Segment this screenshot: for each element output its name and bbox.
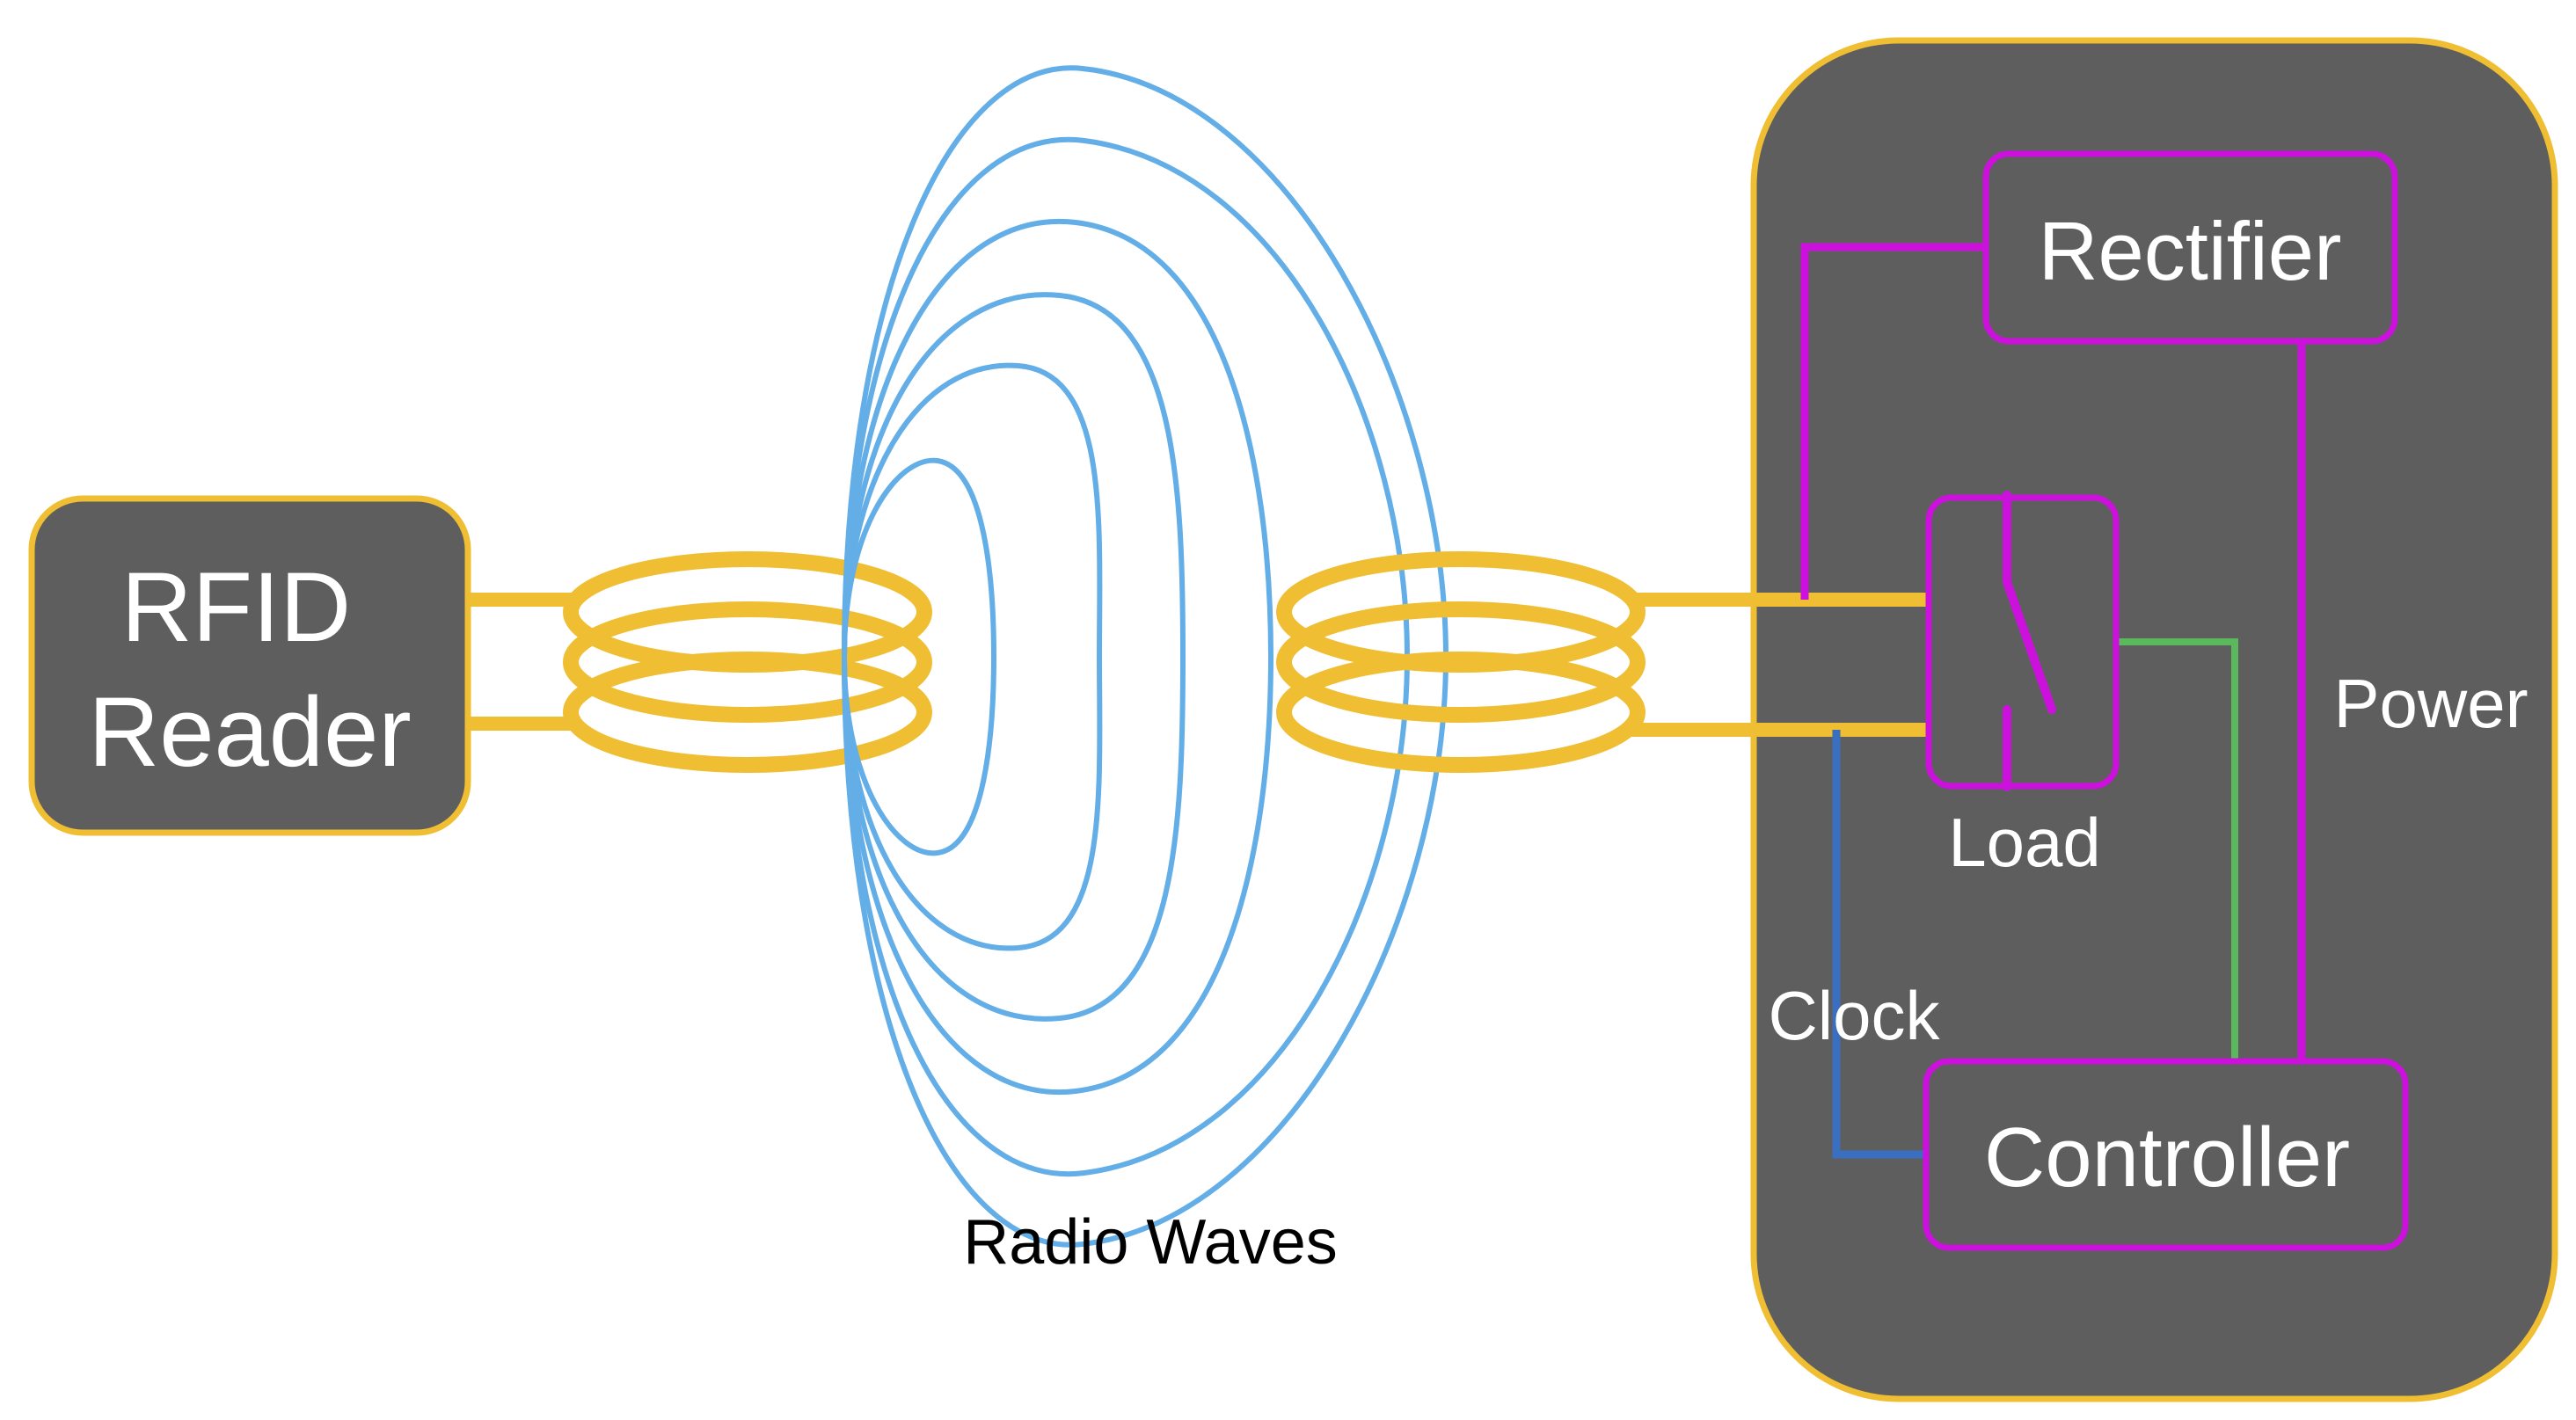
- power-lines: [1800, 243, 2306, 1060]
- load-label: Load: [1948, 804, 2101, 881]
- radio-waves-label: Radio Waves: [963, 1207, 1338, 1278]
- reader-box: [28, 495, 471, 836]
- load: Load: [1925, 491, 2120, 881]
- clock-line: [1832, 730, 1926, 1159]
- rfid-reader: RFID Reader: [28, 495, 471, 836]
- tag-leads: [1631, 593, 1759, 737]
- load-box: [1925, 494, 2120, 790]
- power-label: Power: [2333, 665, 2528, 742]
- clock-label: Clock: [1768, 977, 1940, 1054]
- controller-label: Controller: [1984, 1111, 2350, 1205]
- reader-label-line1: RFID: [121, 552, 351, 662]
- rectifier-box: [1982, 150, 2398, 345]
- load-signal-line: [2118, 638, 2238, 1060]
- tag-coil-icon: [1276, 551, 1646, 773]
- controller: Controller: [1923, 1058, 2409, 1251]
- rectifier: Rectifier: [1982, 150, 2398, 345]
- reader-coil-icon: [563, 551, 932, 773]
- reader-label-line2: Reader: [88, 677, 411, 787]
- controller-box: [1923, 1058, 2409, 1251]
- reader-leads: [468, 593, 580, 731]
- rectifier-label: Rectifier: [2039, 205, 2342, 297]
- svg-text:RFID Reader: RFID Reader: [88, 552, 411, 787]
- switch-icon: [2003, 491, 2056, 791]
